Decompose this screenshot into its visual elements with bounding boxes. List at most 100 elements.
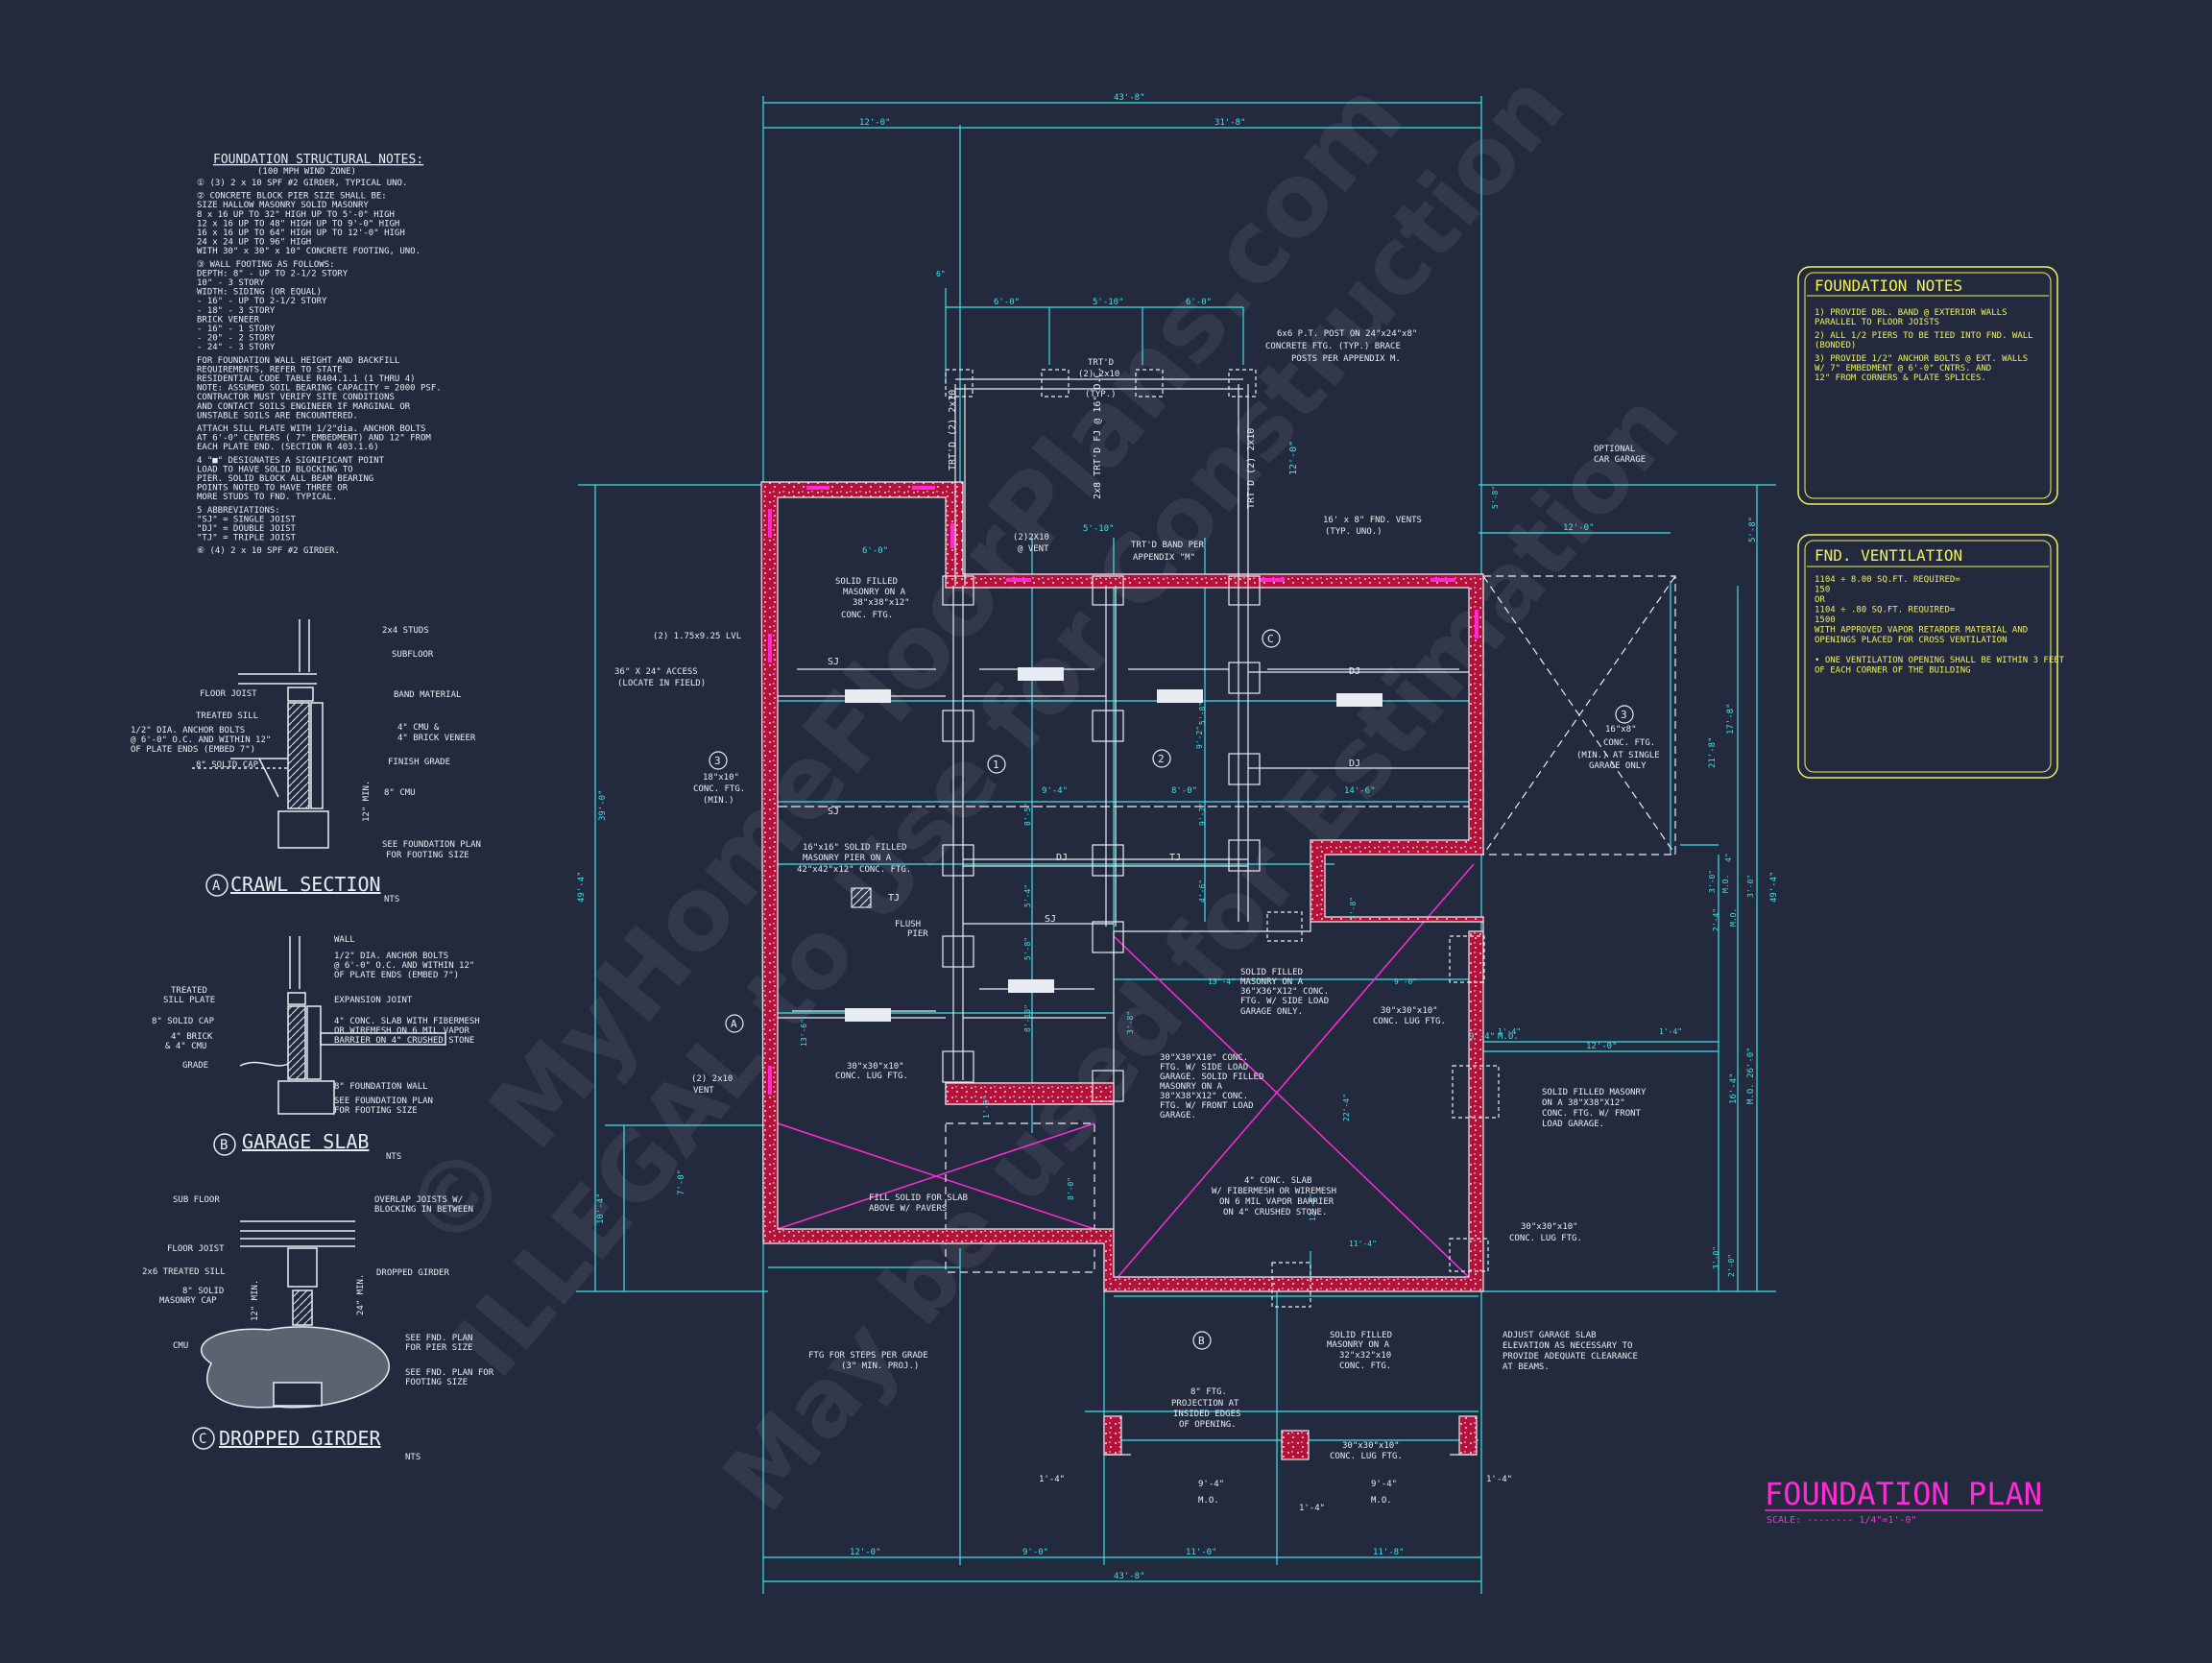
detail-b-label: 8" SOLID CAP bbox=[152, 1017, 215, 1026]
dimension-label: M.O. bbox=[1729, 908, 1738, 927]
dimension-label: 12'-0" bbox=[850, 1548, 881, 1557]
detail-a-label: FOR FOOTING SIZE bbox=[386, 851, 469, 860]
plan-callout: 16"x8" bbox=[1605, 725, 1637, 735]
plan-callout: FILL SOLID FOR SLAB bbox=[869, 1193, 968, 1203]
detail-b-nts: NTS bbox=[386, 1152, 401, 1162]
beam-label: 2x8 TRT'D FJ @ 16" O.C. bbox=[1093, 367, 1103, 499]
detail-b-circle bbox=[213, 1133, 236, 1156]
detail-c-label: BLOCKING IN BETWEEN bbox=[374, 1205, 473, 1215]
dimension-label: 5'-10" bbox=[1093, 298, 1124, 307]
plan-callout: 9'-4" bbox=[1198, 1480, 1224, 1489]
detail-b-label: TREATED bbox=[171, 986, 207, 996]
dimension-label: 11'-4" bbox=[1349, 1240, 1377, 1248]
beam-label: TRT'D (2) 2x10 bbox=[1246, 428, 1257, 509]
dimension-label: 43'-8" bbox=[1114, 93, 1145, 103]
plan-callout: ADJUST GARAGE SLAB bbox=[1503, 1331, 1597, 1340]
detail-b-label: EXPANSION JOINT bbox=[334, 996, 413, 1005]
dimension-label: M.O. bbox=[1498, 1032, 1519, 1042]
plan-callout: SOLID FILLED bbox=[1240, 968, 1303, 977]
plan-callout: (2) 2x10 bbox=[1078, 370, 1119, 379]
detail-c-label: FOR PIER SIZE bbox=[405, 1343, 472, 1353]
dimension-label: 5'-8" bbox=[1748, 517, 1758, 542]
dimension-label: 6" bbox=[936, 270, 946, 278]
plan-callout: 36"X36"X12" CONC. bbox=[1240, 987, 1329, 997]
plan-callout: LOAD GARAGE. bbox=[1542, 1120, 1604, 1129]
dimension-label: 3'-8" bbox=[1126, 1011, 1135, 1034]
fnd-ventilation-line: OR bbox=[1815, 595, 1825, 605]
structural-note-line: ② CONCRETE BLOCK PIER SIZE SHALL BE: bbox=[197, 192, 387, 202]
detail-c-label: 12" MIN. bbox=[251, 1280, 260, 1321]
detail-crawl-section bbox=[192, 619, 329, 849]
dimension-label: 8'-0" bbox=[1067, 1177, 1075, 1200]
dimension-label: 5'-8" bbox=[1491, 486, 1500, 509]
plan-callout: (2)2X10 bbox=[1013, 533, 1049, 542]
plan-tag-circle bbox=[1152, 749, 1171, 768]
garage-diagonals bbox=[777, 863, 1475, 1283]
plan-callout: 30"x30"x10" bbox=[1381, 1006, 1438, 1016]
plan-callout: GARAGE ONLY bbox=[1589, 761, 1647, 771]
detail-c-label: 8" SOLID bbox=[182, 1287, 224, 1296]
foundation-note-line: PARALLEL TO FLOOR JOISTS bbox=[1815, 318, 1939, 327]
detail-c-nts: NTS bbox=[405, 1453, 421, 1462]
dimension-label: 13'-4" bbox=[1208, 977, 1236, 986]
dimension-label: 10'-4" bbox=[596, 1193, 606, 1224]
plan-tag-circle bbox=[987, 755, 1006, 774]
joist-label: SJ bbox=[828, 807, 839, 817]
detail-b-letter: B bbox=[220, 1138, 228, 1153]
plan-callout: ON A 38"X38"X12" bbox=[1542, 1098, 1625, 1108]
detail-c-label: SEE FND. PLAN bbox=[405, 1334, 472, 1343]
foundation-note-line: 3) PROVIDE 1/2" ANCHOR BOLTS @ EXT. WALL… bbox=[1815, 354, 2028, 364]
structural-notes-heading: FOUNDATION STRUCTURAL NOTES: bbox=[213, 153, 423, 167]
dimension-label: 9'-0" bbox=[1022, 1548, 1048, 1557]
plan-callout: SOLID FILLED MASONRY bbox=[1542, 1088, 1647, 1097]
structural-note-line: ⑥ (4) 2 x 10 SPF #2 GIRDER. bbox=[197, 546, 340, 556]
foundation-walls bbox=[760, 481, 1484, 1292]
detail-a-label: SEE FOUNDATION PLAN bbox=[382, 840, 481, 850]
dimension-label: 5'-4" bbox=[1023, 884, 1032, 907]
structural-note-line: - 16" - UP TO 2-1/2 STORY bbox=[197, 297, 327, 306]
dimension-label: 12'-0" bbox=[1563, 523, 1595, 533]
structural-note-line: 8 x 16 UP TO 32" HIGH UP TO 5'-0" HIGH bbox=[197, 210, 395, 220]
dimension-label: 17'-8" bbox=[1726, 703, 1736, 735]
porch-girders bbox=[945, 369, 1257, 586]
structural-note-line: WIDTH: SIDING (OR EQUAL) bbox=[197, 288, 322, 298]
detail-b-label: WALL bbox=[334, 935, 355, 945]
foundation-notes-box: FOUNDATION NOTES 1) PROVIDE DBL. BAND @ … bbox=[1797, 266, 2058, 505]
plan-callout: 4" CONC. SLAB bbox=[1244, 1176, 1311, 1186]
plan-callout: 38"X38"X12" CONC. bbox=[1160, 1092, 1248, 1101]
plan-callout: CONC. FTG. bbox=[1339, 1362, 1391, 1371]
structural-note-line: "DJ" = DOUBLE JOIST bbox=[197, 524, 297, 534]
plan-callout: ON 4" CRUSHED STONE. bbox=[1223, 1208, 1327, 1217]
structural-note-line: - 20" - 2 STORY bbox=[197, 334, 276, 344]
detail-c-label: 2x6 TREATED SILL bbox=[142, 1267, 226, 1277]
plan-callout: W/ FIBERMESH OR WIREMESH bbox=[1212, 1187, 1336, 1196]
plan-callout: 36" X 24" ACCESS bbox=[614, 667, 698, 677]
dimension-label: M.O. bbox=[1721, 875, 1730, 893]
structural-note-line: DEPTH: 8" - UP TO 2-1/2 STORY bbox=[197, 269, 349, 278]
detail-c-letter: C bbox=[199, 1432, 206, 1447]
plan-tag-circle bbox=[725, 1014, 744, 1033]
plan-callout: FTG. W/ SIDE LOAD bbox=[1160, 1063, 1248, 1073]
plan-callout: ABOVE W/ PAVERS bbox=[869, 1204, 947, 1214]
plan-callout: 8" FTG. bbox=[1190, 1387, 1227, 1397]
dimension-label: 8'-5" bbox=[1023, 803, 1032, 826]
dimension-label: 1'-8" bbox=[982, 1096, 991, 1119]
plan-callout: CAR GARAGE bbox=[1594, 455, 1646, 465]
detail-c-circle bbox=[192, 1427, 215, 1450]
detail-c-label: MASONRY CAP bbox=[159, 1296, 217, 1306]
plan-callout: 1'-4" bbox=[1299, 1504, 1325, 1513]
wall-vents bbox=[768, 486, 1479, 1095]
structural-notes-lines: ① (3) 2 x 10 SPF #2 GIRDER, TYPICAL UNO.… bbox=[197, 179, 442, 556]
detail-a-label: FLOOR JOIST bbox=[200, 689, 257, 699]
structural-note-line: 10" - 3 STORY bbox=[197, 278, 265, 288]
dimension-label: 2'-4" bbox=[1712, 908, 1720, 931]
plan-callout: 38"x38"x12" bbox=[853, 598, 910, 608]
structural-note-line: 16 x 16 UP TO 64" HIGH UP TO 12'-0" HIGH bbox=[197, 229, 405, 238]
detail-a-label: TREATED SILL bbox=[196, 711, 258, 721]
dimension-label: 9'-2" bbox=[1198, 803, 1207, 826]
plan-callout: SOLID FILLED bbox=[835, 577, 898, 587]
structural-note-line: "SJ" = SINGLE JOIST bbox=[197, 515, 297, 524]
dimension-label: 11'-0" bbox=[1186, 1548, 1217, 1557]
dimension-label: 6'-0" bbox=[994, 298, 1020, 307]
